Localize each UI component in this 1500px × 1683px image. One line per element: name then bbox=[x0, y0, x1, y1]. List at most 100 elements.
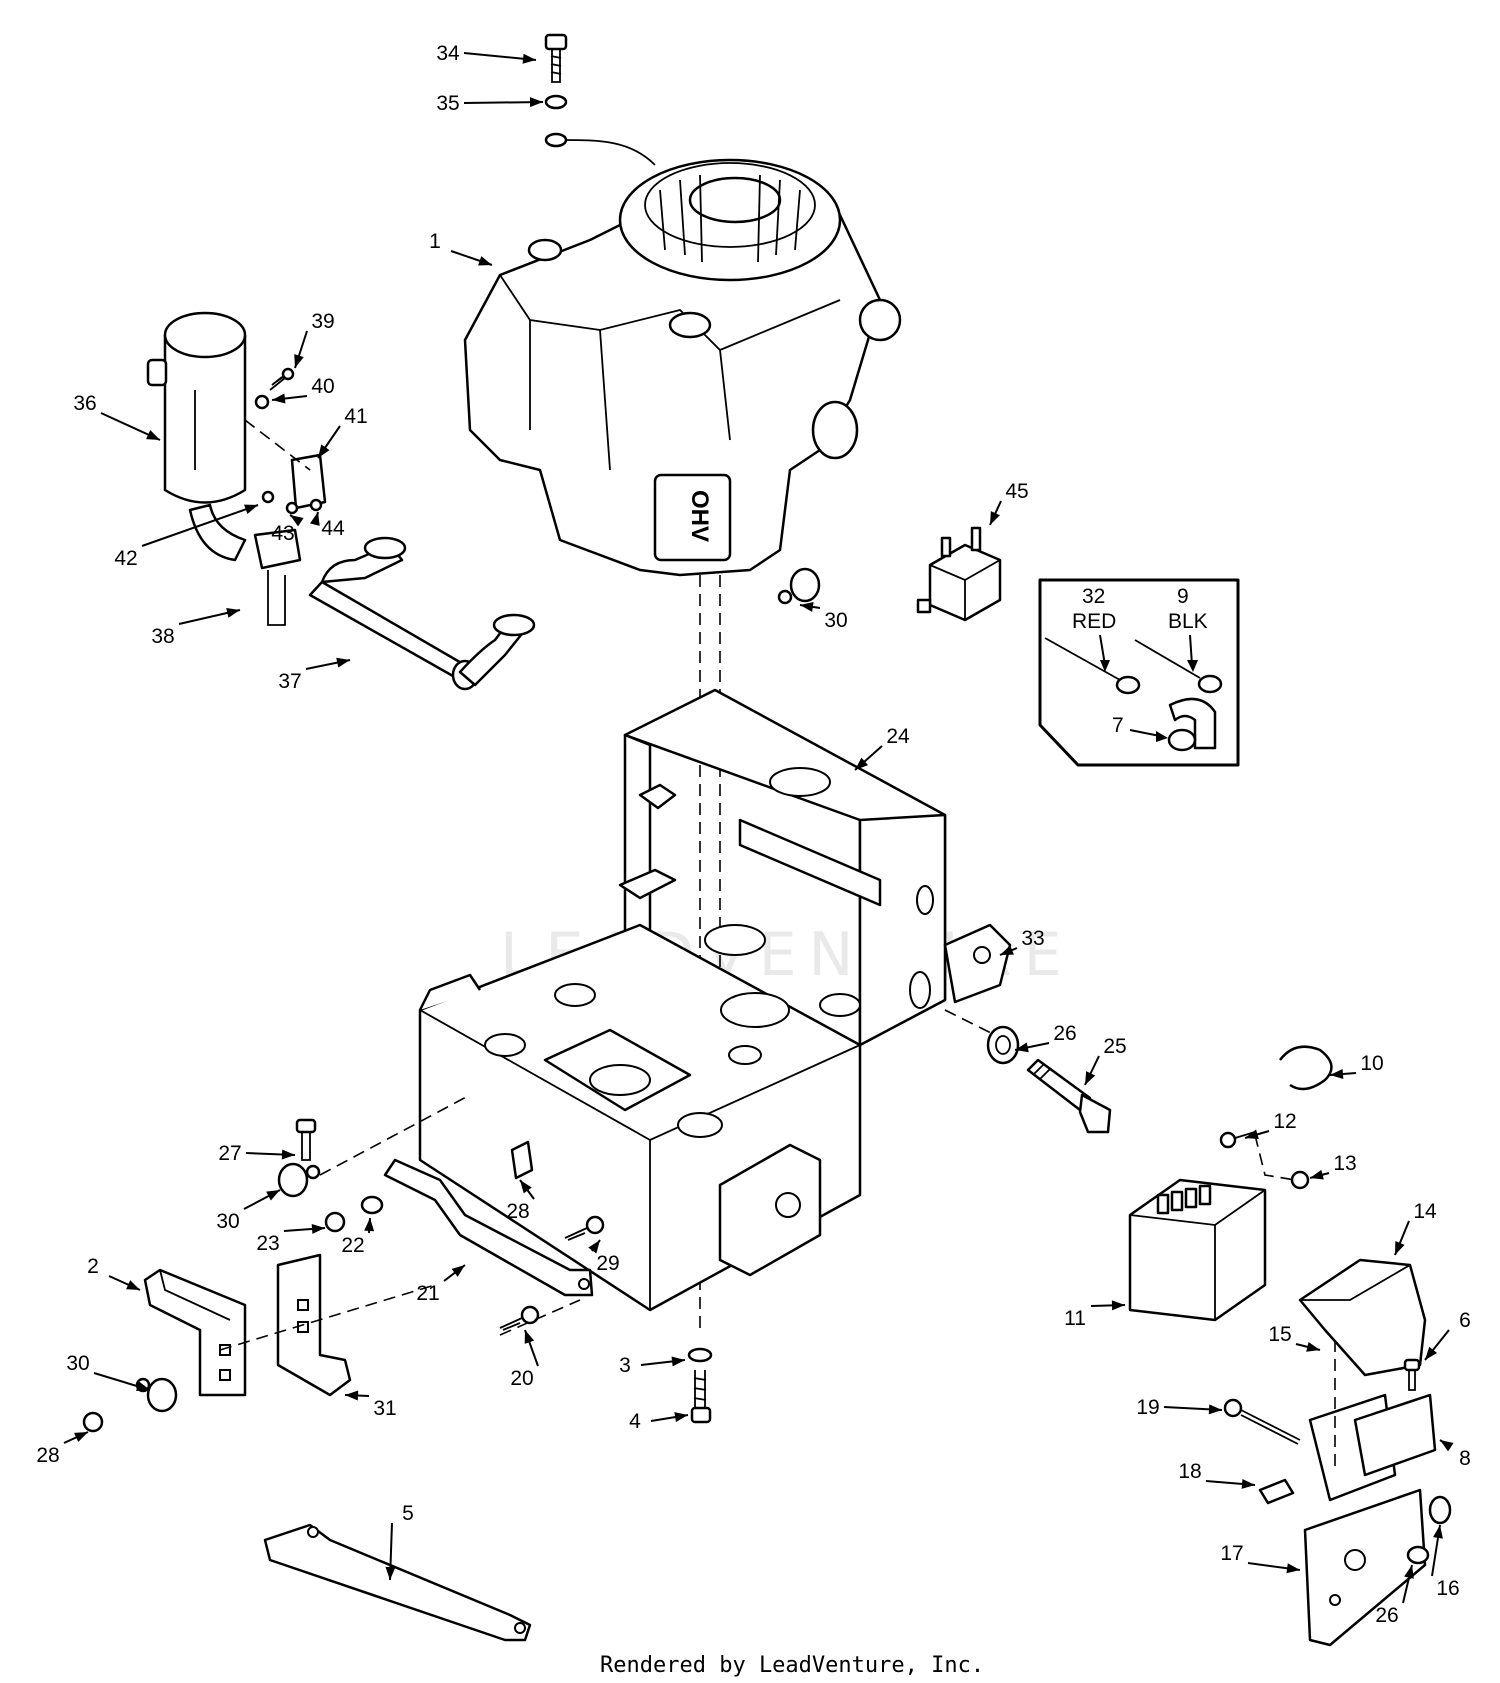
arrowhead-13 bbox=[1310, 1169, 1324, 1180]
arrowhead-12 bbox=[1245, 1129, 1259, 1140]
nut-16[interactable] bbox=[1428, 1495, 1452, 1525]
callout-labels: 1234568101112131415161718192021222324252… bbox=[36, 42, 1471, 1627]
arrowhead-17 bbox=[1286, 1563, 1300, 1574]
screw-19[interactable] bbox=[1223, 1398, 1301, 1445]
flange-nut-26-frame[interactable] bbox=[986, 1025, 1020, 1065]
arrowhead-35 bbox=[529, 97, 543, 108]
main-frame[interactable] bbox=[418, 688, 947, 1312]
callout-34: 34 bbox=[436, 42, 460, 65]
clamp-30-left[interactable] bbox=[277, 1162, 321, 1198]
arrowhead-37 bbox=[336, 657, 350, 668]
arrowhead-23 bbox=[311, 1223, 325, 1234]
bracket-2[interactable] bbox=[143, 1268, 247, 1397]
arrowhead-44 bbox=[309, 512, 320, 526]
arrowhead-28 bbox=[74, 1432, 88, 1442]
callout-40: 40 bbox=[311, 375, 334, 398]
callout-28: 28 bbox=[36, 1444, 59, 1467]
pad-18[interactable] bbox=[1258, 1478, 1295, 1505]
inset-blk-ref: 9 bbox=[1177, 585, 1189, 608]
hold-down-strap-10[interactable] bbox=[1279, 1045, 1333, 1091]
plate-17[interactable] bbox=[1303, 1488, 1427, 1647]
callout-26: 26 bbox=[1053, 1022, 1076, 1045]
nut-28[interactable] bbox=[82, 1411, 104, 1433]
callout-4: 4 bbox=[629, 1410, 641, 1433]
arrowhead-26 bbox=[1015, 1042, 1029, 1053]
nut-26-battery[interactable] bbox=[1406, 1545, 1430, 1565]
arrowhead-43 bbox=[290, 515, 304, 527]
washer-40[interactable] bbox=[254, 394, 270, 410]
arrowhead-22 bbox=[364, 1218, 375, 1232]
callout-42: 42 bbox=[114, 547, 137, 570]
callout-36: 36 bbox=[73, 392, 96, 415]
nut-23[interactable] bbox=[324, 1211, 346, 1233]
arrowhead-4 bbox=[674, 1412, 688, 1423]
callout-38: 38 bbox=[151, 625, 174, 648]
bracket-33[interactable] bbox=[943, 923, 1012, 1004]
callout-30: 30 bbox=[216, 1210, 239, 1233]
arrowhead-42 bbox=[244, 504, 258, 515]
nut-42[interactable] bbox=[261, 490, 275, 504]
nut-13[interactable] bbox=[1290, 1170, 1310, 1190]
muffler-bracket[interactable] bbox=[253, 528, 302, 626]
leader-35 bbox=[463, 101, 544, 104]
bolt-34[interactable] bbox=[544, 33, 568, 83]
arrowhead-34 bbox=[522, 53, 536, 64]
bolt-27[interactable] bbox=[295, 1118, 317, 1161]
screw-6[interactable] bbox=[1403, 1358, 1421, 1391]
arrowhead-1 bbox=[478, 256, 492, 266]
bolt-4[interactable] bbox=[690, 1370, 712, 1424]
lock-washer-35[interactable] bbox=[544, 94, 568, 110]
arrowhead-39 bbox=[294, 354, 304, 368]
arrowhead-16 bbox=[1433, 1525, 1443, 1539]
screw-12[interactable] bbox=[1219, 1131, 1256, 1149]
muffler[interactable] bbox=[146, 311, 247, 562]
battery-11[interactable] bbox=[1128, 1178, 1267, 1322]
arrowhead-14 bbox=[1395, 1241, 1405, 1255]
clamp-30-engine[interactable] bbox=[777, 567, 821, 605]
callout-31: 31 bbox=[373, 1397, 396, 1420]
arrowhead-30 bbox=[800, 601, 814, 612]
screw-20[interactable] bbox=[499, 1305, 540, 1331]
arrowhead-15 bbox=[1306, 1341, 1320, 1352]
bolt-25[interactable] bbox=[1026, 1058, 1112, 1134]
callout-35: 35 bbox=[436, 92, 459, 115]
arrowhead-30 bbox=[136, 1381, 150, 1392]
bracket-41[interactable] bbox=[290, 453, 327, 510]
bracket-31[interactable] bbox=[276, 1253, 352, 1397]
screw-39[interactable] bbox=[269, 367, 295, 391]
engine-decal: OHV bbox=[686, 490, 713, 542]
callout-2: 2 bbox=[87, 1255, 99, 1278]
starter-solenoid[interactable] bbox=[916, 526, 1002, 622]
callout-16: 16 bbox=[1436, 1577, 1459, 1600]
callout-1: 1 bbox=[429, 230, 441, 253]
arrowhead-26 bbox=[1404, 1565, 1414, 1579]
callout-11: 11 bbox=[1064, 1307, 1086, 1330]
callout-14: 14 bbox=[1413, 1200, 1437, 1223]
inset-red-ref: 32 bbox=[1082, 585, 1105, 608]
arrowhead-31 bbox=[345, 1390, 359, 1401]
arrowhead-20 bbox=[524, 1330, 535, 1344]
clamp-30-lower[interactable] bbox=[135, 1377, 178, 1413]
callout-25: 25 bbox=[1103, 1035, 1126, 1058]
support-bar-21[interactable] bbox=[383, 1158, 594, 1297]
engine[interactable]: OHV bbox=[463, 158, 902, 577]
battery-cover-14[interactable] bbox=[1298, 1258, 1427, 1377]
callout-12: 12 bbox=[1273, 1110, 1296, 1133]
callout-39: 39 bbox=[311, 310, 334, 333]
exhaust-pipe[interactable] bbox=[308, 536, 536, 691]
bar-5[interactable] bbox=[263, 1523, 532, 1642]
arrowhead-33 bbox=[1000, 945, 1014, 955]
arrowhead-45 bbox=[990, 511, 1000, 525]
screw-29[interactable] bbox=[564, 1215, 605, 1241]
callout-15: 15 bbox=[1268, 1323, 1291, 1346]
washer-3[interactable] bbox=[687, 1347, 713, 1363]
bracket-8[interactable] bbox=[1353, 1393, 1437, 1477]
arrowhead-38 bbox=[226, 608, 240, 618]
arrowhead-10 bbox=[1330, 1069, 1344, 1079]
washer-22[interactable] bbox=[360, 1195, 384, 1215]
arrowhead-29 bbox=[588, 1240, 600, 1254]
clip-28-frame[interactable] bbox=[510, 1140, 534, 1180]
screw-43[interactable] bbox=[285, 501, 299, 515]
nut-44[interactable] bbox=[309, 498, 323, 512]
